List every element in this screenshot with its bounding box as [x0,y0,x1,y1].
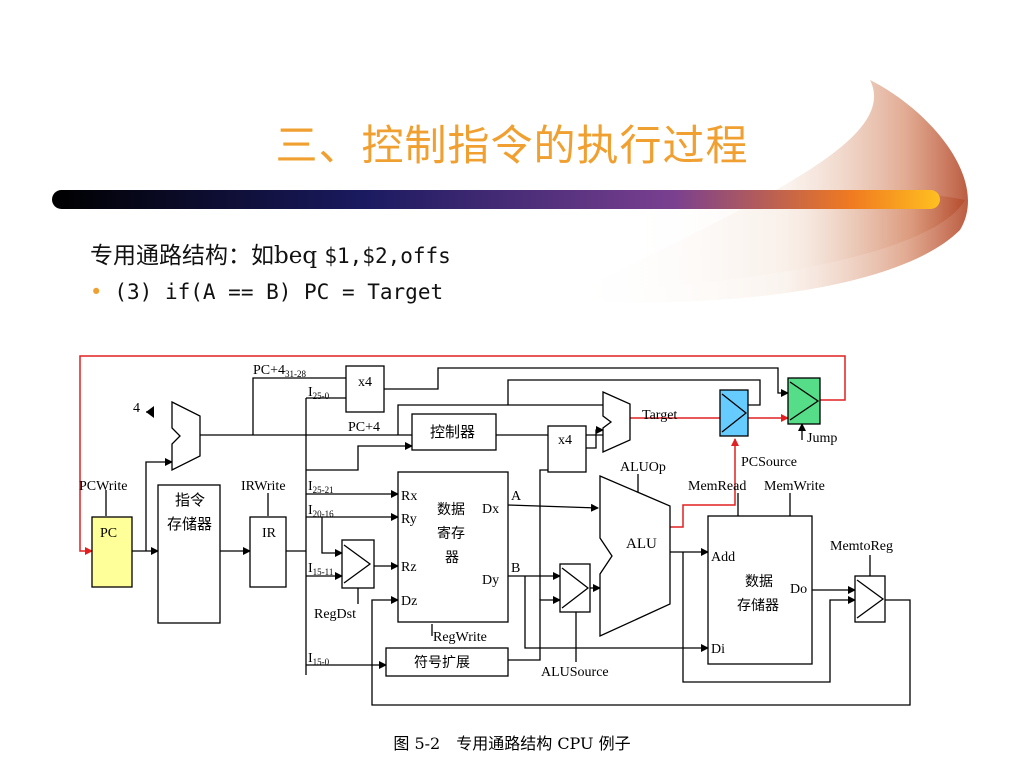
highlighted-branch-path [79,355,846,555]
label-alusource: ALUSource [541,665,609,680]
label-i1511-main: I [308,561,313,576]
label-controller: 控制器 [430,424,475,441]
pc-adder [171,400,201,472]
alusource-mux-triangle [561,567,590,609]
jump-mux [787,377,821,425]
slide-title: 三、控制指令的执行过程 [275,121,749,170]
label-jump: Jump [807,431,837,446]
label-i150-main: I [308,651,313,666]
label-i2521: I25-21 [308,479,334,495]
label-a: A [511,489,522,504]
label-four: 4 [133,401,140,416]
label-pcwrite: PCWrite [79,479,127,494]
pc-register [91,516,133,588]
label-i2016-sub: 20-16 [313,509,334,519]
label-pc: PC [100,526,117,541]
alu-unit [599,475,671,638]
label-i1511: I15-11 [308,561,333,577]
label-i2016: I20-16 [308,503,334,519]
label-regfile-2: 寄存 [437,525,465,542]
intro-text: 专用通路结构：如beq [90,243,325,269]
label-di: Di [711,642,725,657]
label-dx: Dx [482,502,499,517]
label-b: B [511,561,520,576]
label-pc-plus4-hi-sub: 31-28 [285,369,306,379]
instruction-memory [157,484,221,624]
label-pc-plus4-hi-main: PC+4 [253,363,285,378]
label-pcsource: PCSource [741,455,797,470]
target-mux [719,389,749,437]
label-memwrite: MemWrite [764,479,825,494]
label-x4-top: x4 [358,375,372,390]
label-i25: I25-0 [308,385,330,401]
label-i1511-sub: 15-11 [313,567,334,577]
title-swoosh-decoration [52,80,968,303]
label-alu: ALU [626,536,657,552]
target-adder [602,390,631,454]
label-regfile-3: 器 [445,551,459,566]
datapath-intro: 专用通路结构：如beq $1,$2,offs [90,236,451,270]
label-sign-extend: 符号扩展 [414,655,470,671]
label-i150-sub: 15-0 [313,657,330,667]
instruction-register [249,516,287,588]
label-regwrite: RegWrite [433,630,487,645]
memtoreg-mux-triangle [856,579,885,619]
label-do: Do [790,582,807,597]
label-target: Target [642,408,677,423]
figure-caption: 图 5-2 专用通路结构 CPU 例子 [393,734,631,753]
label-datamem-2: 存储器 [737,598,779,614]
label-add: Add [711,550,735,565]
label-i25-sub: 25-0 [313,391,330,401]
label-i150: I15-0 [308,651,330,667]
label-ry: Ry [401,512,417,527]
label-aluop: ALUOp [620,460,666,475]
label-pc-plus4-hi: PC+431-28 [253,363,307,379]
label-memtoreg: MemtoReg [830,539,893,554]
bullet-code: (3) if(A == B) PC = Target [114,280,444,304]
label-pc-plus4: PC+4 [348,420,380,435]
label-instr-mem-1: 指令 [175,492,205,509]
label-regfile-1: 数据 [437,502,465,518]
intro-code: $1,$2,offs [324,244,451,268]
data-memory [707,515,813,665]
alusource-mux [559,563,591,613]
memtoreg-mux [854,575,886,623]
label-i2016-main: I [308,503,313,518]
label-memread: MemRead [688,479,746,494]
bullet-icon: • [90,280,103,304]
label-i25-main: I [308,385,313,400]
label-irwrite: IRWrite [241,479,286,494]
label-ir: IR [262,526,277,541]
sign-extend-block [385,647,509,677]
bullet-item: • (3) if(A == B) PC = Target [90,280,443,304]
label-x4-mid: x4 [558,433,572,448]
label-dz: Dz [401,594,417,609]
label-regdst: RegDst [314,607,356,622]
constant-four-arrow-icon [146,406,154,418]
label-i2521-sub: 25-21 [313,485,334,495]
label-datamem-1: 数据 [745,574,773,590]
target-mux-triangle [721,393,748,433]
regdst-mux-triangle [343,544,372,584]
label-i2521-main: I [308,479,313,494]
label-instr-mem-2: 存储器 [167,516,212,533]
controller-block [411,413,497,451]
register-file [397,471,509,623]
label-rx: Rx [401,489,417,504]
shift-x4-mid [547,425,587,473]
shift-x4-top [345,365,385,413]
jump-mux-triangle [789,381,820,421]
label-rz: Rz [401,560,417,575]
label-dy: Dy [482,573,499,588]
